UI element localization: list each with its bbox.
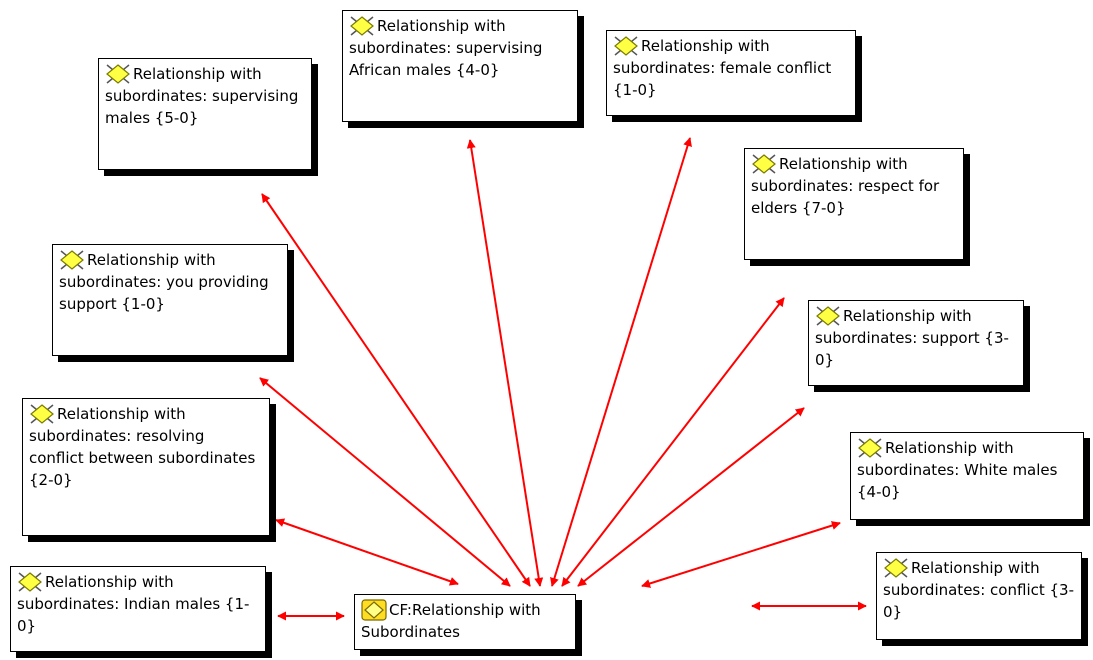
- node-you-providing-support[interactable]: Relationship with subordinates: you prov…: [52, 244, 288, 356]
- node-label: Relationship with subordinates: resolvin…: [29, 405, 256, 489]
- link-support[interactable]: [577, 407, 805, 587]
- link-supervising-males[interactable]: [261, 193, 531, 587]
- link-you-providing-support[interactable]: [259, 377, 511, 587]
- node-supervising-males[interactable]: Relationship with subordinates: supervis…: [98, 58, 312, 170]
- code-icon: [751, 153, 777, 175]
- node-label: Relationship with subordinates: White ma…: [857, 439, 1058, 501]
- node-label: Relationship with subordinates: Indian m…: [17, 573, 250, 635]
- link-respect-for-elders[interactable]: [561, 297, 785, 587]
- node-supervising-african-males[interactable]: Relationship with subordinates: supervis…: [342, 10, 578, 122]
- code-icon: [883, 557, 909, 579]
- code-icon: [613, 35, 639, 57]
- node-label: Relationship with subordinates: female c…: [613, 37, 832, 99]
- code-icon: [857, 437, 883, 459]
- node-female-conflict[interactable]: Relationship with subordinates: female c…: [606, 30, 856, 116]
- code-icon: [17, 571, 43, 593]
- node-respect-for-elders[interactable]: Relationship with subordinates: respect …: [744, 148, 964, 260]
- code-icon: [105, 63, 131, 85]
- code-icon: [815, 305, 841, 327]
- node-label: Relationship with subordinates: you prov…: [59, 251, 269, 313]
- code-icon: [349, 15, 375, 37]
- node-white-males[interactable]: Relationship with subordinates: White ma…: [850, 432, 1084, 520]
- node-core-family[interactable]: CF:Relationship with Subordinates: [354, 594, 576, 650]
- family-code-icon: [361, 599, 387, 621]
- node-label: Relationship with subordinates: supervis…: [349, 17, 543, 79]
- link-female-conflict[interactable]: [550, 137, 692, 587]
- link-resolving-conflict[interactable]: [275, 518, 459, 586]
- node-label: Relationship with subordinates: conflict…: [883, 559, 1075, 621]
- code-icon: [29, 403, 55, 425]
- node-label: Relationship with subordinates: respect …: [751, 155, 940, 217]
- link-white-males[interactable]: [641, 521, 841, 588]
- node-resolving-conflict[interactable]: Relationship with subordinates: resolvin…: [22, 398, 270, 536]
- node-label: Relationship with subordinates: support …: [815, 307, 1009, 369]
- node-conflict[interactable]: Relationship with subordinates: conflict…: [876, 552, 1082, 640]
- node-support[interactable]: Relationship with subordinates: support …: [808, 300, 1024, 386]
- node-label: Relationship with subordinates: supervis…: [105, 65, 299, 127]
- node-label: CF:Relationship with Subordinates: [361, 601, 541, 641]
- code-icon: [59, 249, 85, 271]
- node-indian-males[interactable]: Relationship with subordinates: Indian m…: [10, 566, 266, 652]
- link-supervising-african-males[interactable]: [466, 139, 544, 587]
